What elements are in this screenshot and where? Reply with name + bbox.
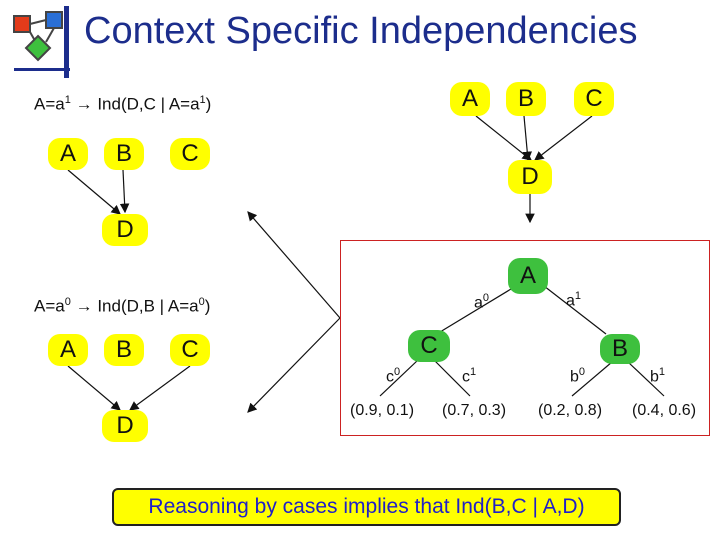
- tree-branch-c1-base: c: [462, 368, 470, 386]
- title-underline: [14, 68, 70, 71]
- tree-branch-b0-sup: 0: [578, 366, 586, 378]
- case-a1-label: A=a1 → Ind(D,C | A=a1): [34, 94, 211, 115]
- tree-branch-a0-sup: 0: [482, 292, 490, 304]
- case-a0-label: A=a0 → Ind(D,B | A=a0): [34, 296, 210, 317]
- case-a1-edges: [67, 169, 130, 215]
- case-arrows: [247, 211, 341, 413]
- tree-leaf-c1: (0.7, 0.3): [442, 402, 507, 419]
- tree-branch-a1: a1: [566, 290, 581, 310]
- tree-branch-c0-sup: 0: [394, 366, 401, 378]
- top-node-d: D: [508, 160, 552, 194]
- tree-branch-c0: c0: [386, 366, 400, 386]
- tree-node-c: C: [408, 330, 450, 362]
- tree-branch-b1-base: b: [650, 368, 659, 386]
- case-a0-implies-sup: 0: [198, 296, 205, 308]
- case-a1-node-c: C: [170, 138, 210, 170]
- tree-edges: [379, 285, 665, 397]
- case-a0-node-b: B: [104, 334, 144, 366]
- case-a1-condition: A=a: [34, 94, 65, 114]
- tree-branch-a0: a0: [474, 292, 489, 312]
- logo-icon: [13, 11, 63, 62]
- case-a1-implies-sup: 1: [199, 94, 206, 106]
- top-node-c: C: [574, 82, 614, 116]
- tree-branch-b0-base: b: [570, 368, 579, 386]
- case-a0-condition-sup: 0: [64, 296, 71, 308]
- tree-branch-c1: c1: [462, 366, 476, 386]
- tree-root-a: A: [508, 258, 548, 294]
- case-a1-condition-sup: 1: [64, 94, 71, 106]
- arrow-right-icon: →: [75, 296, 93, 316]
- case-a1-implies: Ind(D,C | A=a: [97, 94, 200, 114]
- arrow-right-icon: →: [75, 94, 93, 114]
- tree-branch-a1-base: a: [566, 292, 575, 310]
- tree-branch-a1-sup: 1: [574, 290, 582, 302]
- case-a0-implies: Ind(D,B | A=a: [97, 296, 199, 316]
- case-a1-node-a: A: [48, 138, 88, 170]
- tree-branch-b1-sup: 1: [658, 366, 666, 378]
- tree-branch-b1: b1: [650, 366, 665, 386]
- tree-branch-c0-base: c: [386, 368, 394, 386]
- tree-node-b: B: [600, 334, 640, 364]
- conclusion-box: Reasoning by cases implies that Ind(B,C …: [112, 488, 621, 526]
- tree-cpd-frame: [340, 240, 710, 436]
- title-divider: [64, 6, 69, 78]
- page-title: Context Specific Independencies: [84, 10, 638, 52]
- tree-leaf-c0: (0.9, 0.1): [350, 402, 415, 419]
- case-a1-node-d: D: [102, 214, 148, 246]
- tree-branch-a0-base: a: [474, 294, 483, 312]
- case-a0-implies-suffix: ): [204, 296, 211, 316]
- tree-leaf-b1: (0.4, 0.6): [632, 402, 697, 419]
- top-node-a: A: [450, 82, 490, 116]
- tree-branch-b0: b0: [570, 366, 585, 386]
- tree-leaf-b0: (0.2, 0.8): [538, 402, 603, 419]
- case-a0-node-c: C: [170, 334, 210, 366]
- top-network-edges: [475, 115, 593, 224]
- case-a0-node-a: A: [48, 334, 88, 366]
- case-a1-node-b: B: [104, 138, 144, 170]
- case-a0-node-d: D: [102, 410, 148, 442]
- top-node-b: B: [506, 82, 546, 116]
- tree-branch-c1-sup: 1: [470, 366, 477, 378]
- case-a0-condition: A=a: [34, 296, 65, 316]
- case-a0-edges: [67, 365, 191, 411]
- case-a1-implies-suffix: ): [205, 94, 212, 114]
